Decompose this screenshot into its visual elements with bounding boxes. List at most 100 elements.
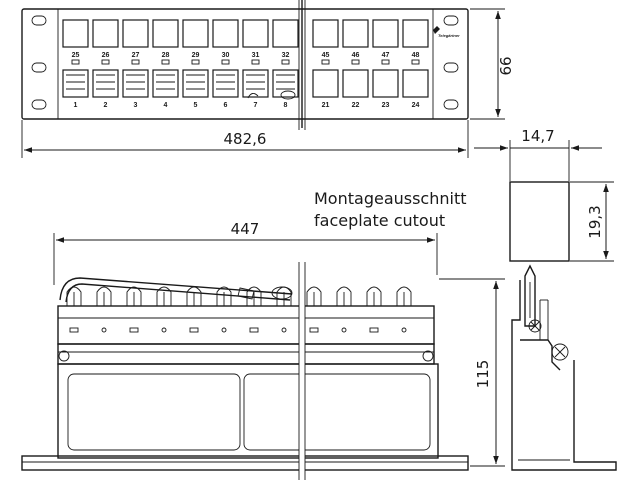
port-bottom (122, 69, 149, 98)
port-led (251, 59, 260, 65)
port-bottom (62, 69, 89, 98)
port-led (221, 59, 230, 65)
cable-management-bar (59, 277, 293, 301)
port-led (321, 59, 330, 65)
brand-logo: Telegärtner (433, 26, 460, 38)
port-bottom (342, 69, 369, 98)
contact-mark (189, 327, 199, 333)
port-top (312, 19, 339, 48)
port-bottom (212, 69, 239, 98)
comb-tooth (336, 286, 352, 306)
port-number: 30 (222, 52, 230, 59)
comb-tooth (186, 286, 202, 306)
contact-mark (281, 327, 287, 333)
contact-mark (369, 327, 379, 333)
contact-marks (69, 327, 407, 333)
port-led (411, 59, 420, 65)
port-number: 7 (254, 102, 258, 109)
comb-tooth (306, 286, 322, 306)
port-top (182, 19, 209, 48)
port-bottom (182, 69, 209, 98)
port-top (372, 19, 399, 48)
port-number: 47 (382, 52, 390, 59)
contact-mark (161, 327, 167, 333)
port-top (242, 19, 269, 48)
cutout-note-de: Montageausschnitt (314, 189, 467, 208)
comb-tooth (126, 286, 142, 306)
height-dimension: 66 (470, 8, 515, 120)
contact-mark (129, 327, 139, 333)
port-top (122, 19, 149, 48)
port-bottom (372, 69, 399, 98)
comb-slots (66, 286, 412, 306)
comb-tooth (246, 286, 262, 306)
contact-mark (309, 327, 319, 333)
cutout-height-label: 19,3 (586, 205, 604, 238)
port-led (161, 59, 170, 65)
port-number: 22 (352, 102, 360, 109)
width-482-label: 482,6 (224, 130, 267, 148)
comb-tooth (366, 286, 382, 306)
top-width-label: 447 (231, 220, 260, 238)
port-number: 3 (134, 102, 138, 109)
width-dimension: 482,6 (21, 120, 469, 158)
port-led (281, 59, 290, 65)
port-bottom (402, 69, 429, 98)
contact-mark (249, 327, 259, 333)
contact-mark (101, 327, 107, 333)
port-led (131, 59, 140, 65)
port-number: 5 (194, 102, 198, 109)
comb-tooth (276, 286, 292, 306)
port-number: 32 (282, 52, 290, 59)
contact-mark (341, 327, 347, 333)
height-66-label: 66 (497, 56, 515, 75)
port-number: 26 (102, 52, 110, 59)
port-number: 45 (322, 52, 330, 59)
break-line (298, 0, 306, 130)
port-top (342, 19, 369, 48)
port-number: 27 (132, 52, 140, 59)
port-led (351, 59, 360, 65)
port-led (381, 59, 390, 65)
port-bottom (242, 69, 269, 98)
cutout-depth-label: 14,7 (521, 127, 554, 145)
port-number: 8 (284, 102, 288, 109)
port-top (152, 19, 179, 48)
port-top (92, 19, 119, 48)
side-profile (511, 264, 617, 471)
comb-tooth (156, 286, 172, 306)
port-top (62, 19, 89, 48)
panel-outline (21, 8, 469, 120)
comb-tooth (396, 286, 412, 306)
port-number: 48 (412, 52, 420, 59)
port-bottom (92, 69, 119, 98)
port-top (212, 19, 239, 48)
port-number: 6 (224, 102, 228, 109)
port-number: 24 (412, 102, 420, 109)
port-number: 23 (382, 102, 390, 109)
faceplate-cutout: 14,7 19,3 (474, 127, 614, 262)
port-led (191, 59, 200, 65)
comb-tooth (216, 286, 232, 306)
port-bottom (312, 69, 339, 98)
port-number: 4 (164, 102, 168, 109)
cutout-square (509, 181, 570, 262)
cutout-note-en: faceplate cutout (314, 211, 445, 230)
port-number: 2 (104, 102, 108, 109)
port-led (101, 59, 110, 65)
svg-text:Telegärtner: Telegärtner (438, 33, 460, 38)
port-number: 21 (322, 102, 330, 109)
front-view: 2512622732842953063173284521462247234824… (21, 0, 515, 158)
top-view: 447 115 (21, 220, 505, 480)
port-bottom (152, 69, 179, 98)
port-top (272, 19, 299, 48)
port-top (402, 19, 429, 48)
port-number: 29 (192, 52, 200, 59)
contact-mark (221, 327, 227, 333)
contact-mark (401, 327, 407, 333)
port-number: 46 (352, 52, 360, 59)
comb-tooth (66, 286, 82, 306)
mounting-holes (31, 15, 459, 110)
